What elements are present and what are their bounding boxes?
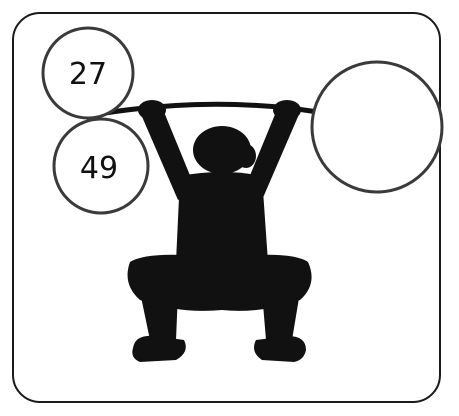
plate-bottom-left: 49 — [54, 119, 148, 213]
plate-top-left: 27 — [43, 28, 133, 118]
plate-top-left-number: 27 — [69, 57, 107, 92]
plate-right — [312, 62, 442, 192]
weightlifter-silhouette-icon — [128, 100, 312, 362]
plate-bottom-left-number: 49 — [80, 151, 118, 186]
